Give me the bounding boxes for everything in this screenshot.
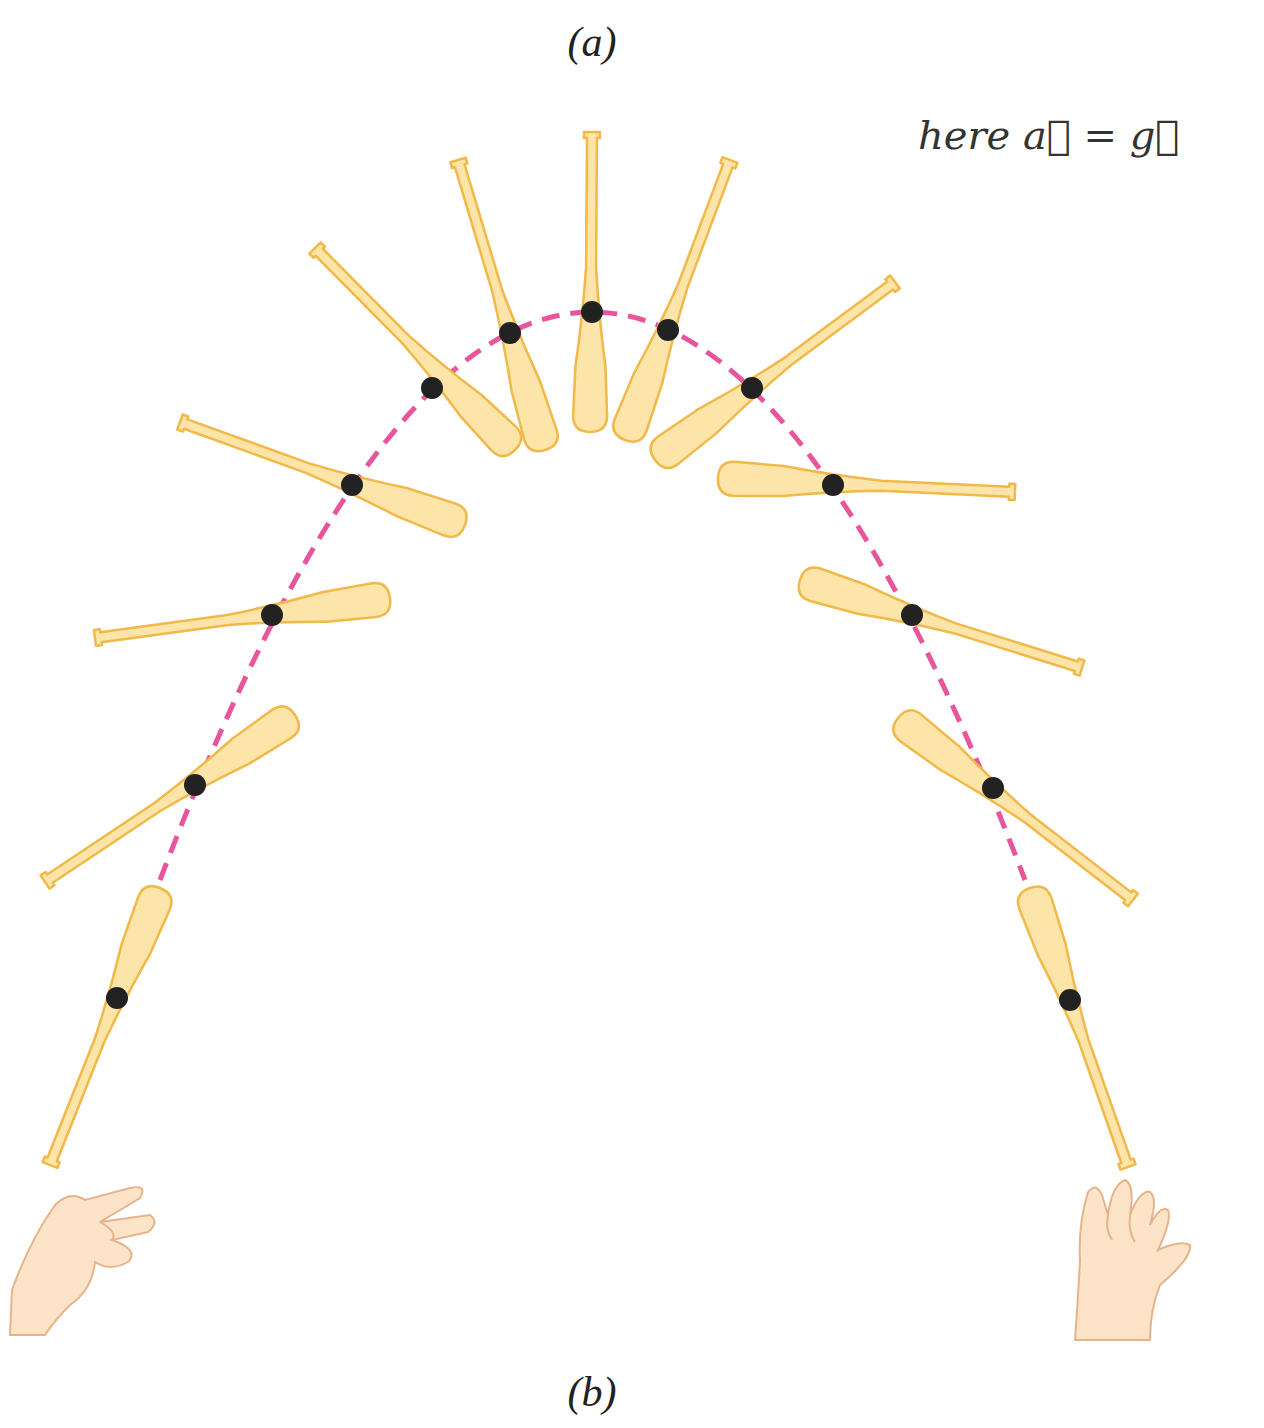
right-hand <box>1075 1180 1190 1340</box>
center-of-mass-dot <box>499 322 521 344</box>
center-of-mass-dot <box>106 987 128 1009</box>
bat-shape <box>717 461 1016 509</box>
center-of-mass-dot <box>741 377 763 399</box>
part-label: (a) <box>568 18 617 66</box>
center-of-mass-dot <box>657 319 679 341</box>
bat-shape <box>442 155 562 455</box>
bat-shape <box>888 705 1144 914</box>
center-of-mass-dot <box>1059 989 1081 1011</box>
bat-shape <box>34 882 176 1172</box>
center-of-mass-dot <box>421 377 443 399</box>
bat-group <box>34 132 1144 1173</box>
center-of-mass-dot <box>184 774 206 796</box>
center-of-mass-dot <box>901 604 923 626</box>
bat-shape <box>1014 882 1144 1172</box>
center-of-mass-dot <box>982 777 1004 799</box>
center-of-mass-group <box>106 301 1081 1011</box>
bat-shape <box>36 701 305 896</box>
part-label: (b) <box>568 1368 617 1416</box>
bat-shape <box>645 268 905 473</box>
left-hand <box>10 1187 155 1335</box>
handwritten-note: here a⃗ = g⃗ <box>918 112 1179 158</box>
bat-shape <box>174 406 471 541</box>
center-of-mass-dot <box>822 474 844 496</box>
center-of-mass-dot <box>341 474 363 496</box>
bat-shape <box>573 132 609 432</box>
bat-shape <box>93 581 393 655</box>
center-of-mass-dot <box>261 604 283 626</box>
center-of-mass-dot <box>581 301 603 323</box>
bat-shape <box>795 564 1087 684</box>
